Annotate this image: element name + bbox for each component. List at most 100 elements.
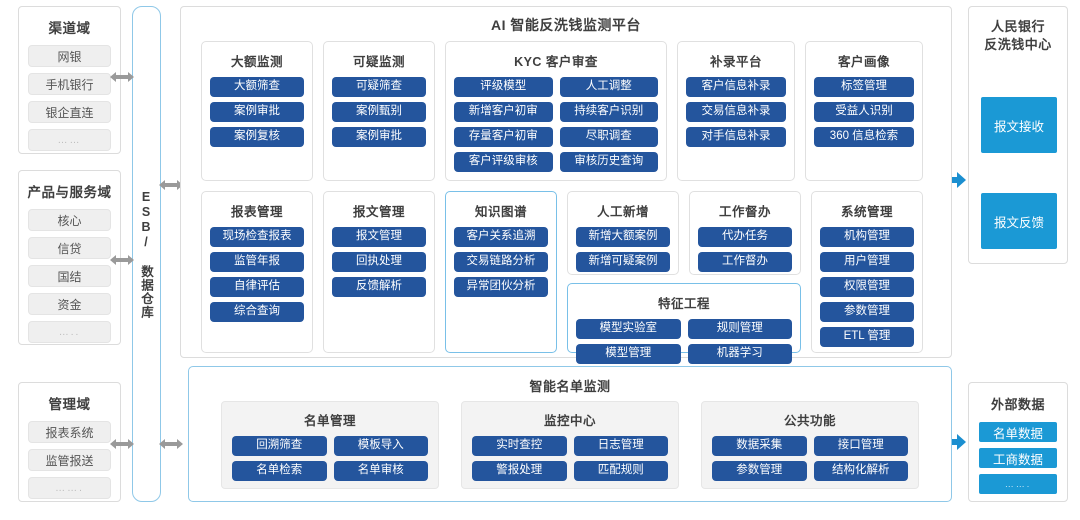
chip[interactable]: 网银 — [28, 45, 111, 67]
module-button[interactable]: 综合查询 — [210, 302, 304, 322]
module-button[interactable]: 新增大额案例 — [576, 227, 670, 247]
module-button[interactable]: 监管年报 — [210, 252, 304, 272]
cyan-block-message-feedback[interactable]: 报文反馈 — [981, 193, 1057, 249]
group-title: 工作督办 — [718, 205, 771, 219]
chip-ellipsis: …… — [28, 129, 111, 151]
cyan-block-message-receive[interactable]: 报文接收 — [981, 97, 1057, 153]
module-button[interactable]: 代办任务 — [698, 227, 792, 247]
module-button[interactable]: 客户信息补录 — [686, 77, 786, 97]
chip[interactable]: 核心 — [28, 209, 111, 231]
module-button[interactable]: 新增可疑案例 — [576, 252, 670, 272]
pboc-title-line1: 人民银行 — [990, 19, 1045, 34]
module-button[interactable]: 模板导入 — [333, 436, 428, 456]
module-button[interactable]: 标签管理 — [814, 77, 914, 97]
cyan-item[interactable]: 名单数据 — [979, 422, 1057, 442]
module-button[interactable]: 交易信息补录 — [686, 102, 786, 122]
group-card-customer-profile: 客户画像 标签管理 受益人识别 360 信息检索 — [805, 41, 923, 181]
module-button[interactable]: 持续客户识别 — [559, 102, 658, 122]
module-button[interactable]: 现场检查报表 — [210, 227, 304, 247]
external-data-title: 外部数据 — [990, 397, 1045, 412]
module-button[interactable]: 360 信息检索 — [814, 127, 914, 147]
module-button[interactable]: 名单审核 — [333, 461, 428, 481]
module-button[interactable]: 可疑筛查 — [332, 77, 426, 97]
intelligent-list-monitoring-panel: 智能名单监测 名单管理 回溯筛查 模板导入 名单检索 名单审核 监控中心 实时查… — [188, 366, 952, 502]
module-button[interactable]: 参数管理 — [820, 302, 914, 322]
module-button[interactable]: 存量客户初审 — [454, 127, 553, 147]
module-button[interactable]: 回溯筛查 — [232, 436, 327, 456]
module-button[interactable]: 新增客户初审 — [454, 102, 553, 122]
chip[interactable]: 国结 — [28, 265, 111, 287]
subgroup-list-management: 名单管理 回溯筛查 模板导入 名单检索 名单审核 — [221, 401, 439, 489]
module-button[interactable]: 评级模型 — [454, 77, 553, 97]
chip[interactable]: 银企直连 — [28, 101, 111, 123]
subgroup-title: 名单管理 — [303, 414, 356, 428]
group-card-work-supervision: 工作督办 代办任务 工作督办 — [689, 191, 801, 275]
group-card-supplement-platform: 补录平台 客户信息补录 交易信息补录 对手信息补录 — [677, 41, 795, 181]
module-button[interactable]: 工作督办 — [698, 252, 792, 272]
group-card-report-management: 报表管理 现场检查报表 监管年报 自律评估 综合查询 — [201, 191, 313, 353]
domain-card-product: 产品与服务域 核心 信贷 国结 资金 ….. — [18, 170, 121, 345]
chip[interactable]: 信贷 — [28, 237, 111, 259]
module-button[interactable]: 受益人识别 — [814, 102, 914, 122]
module-button[interactable]: 名单检索 — [232, 461, 327, 481]
module-button[interactable]: 回执处理 — [332, 252, 426, 272]
domain-card-management: 管理域 报表系统 监管报送 ……. — [18, 382, 121, 502]
module-button[interactable]: 案例复核 — [210, 127, 304, 147]
module-button[interactable]: ETL 管理 — [820, 327, 914, 347]
module-button[interactable]: 反馈解析 — [332, 277, 426, 297]
group-title: 特征工程 — [657, 297, 710, 311]
module-button[interactable]: 对手信息补录 — [686, 127, 786, 147]
module-button[interactable]: 结构化解析 — [813, 461, 908, 481]
module-button[interactable]: 用户管理 — [820, 252, 914, 272]
module-button[interactable]: 日志管理 — [573, 436, 668, 456]
group-title: 客户画像 — [837, 55, 890, 69]
module-button[interactable]: 参数管理 — [712, 461, 807, 481]
esb-data-warehouse-column: ESB/ 数据仓库 — [132, 6, 161, 502]
subgroup-monitoring-center: 监控中心 实时查控 日志管理 警报处理 匹配规则 — [461, 401, 679, 489]
module-button[interactable]: 模型实验室 — [576, 319, 681, 339]
module-button[interactable]: 案例审批 — [332, 127, 426, 147]
module-button[interactable]: 案例甄别 — [332, 102, 426, 122]
module-button[interactable]: 模型管理 — [576, 344, 681, 364]
platform-panel: AI 智能反洗钱监测平台 大额监测 大额筛查 案例审批 案例复核 可疑监测 可疑… — [180, 6, 952, 364]
module-button[interactable]: 人工调整 — [559, 77, 658, 97]
pboc-title-line2: 反洗钱中心 — [984, 36, 1052, 52]
module-button[interactable]: 审核历史查询 — [559, 152, 658, 172]
group-card-manual-add: 人工新增 新增大额案例 新增可疑案例 — [567, 191, 679, 275]
chip[interactable]: 手机银行 — [28, 73, 111, 95]
module-button[interactable]: 交易链路分析 — [454, 252, 548, 272]
module-button[interactable]: 机器学习 — [687, 344, 792, 364]
module-button[interactable]: 自律评估 — [210, 277, 304, 297]
cyan-item-ellipsis: ……. — [979, 474, 1057, 494]
module-button[interactable]: 匹配规则 — [573, 461, 668, 481]
cyan-item[interactable]: 工商数据 — [979, 448, 1057, 468]
module-button[interactable]: 权限管理 — [820, 277, 914, 297]
group-title: KYC 客户审查 — [514, 55, 598, 69]
module-button[interactable]: 案例审批 — [210, 102, 304, 122]
arrow-channel-esb — [110, 70, 134, 84]
chip[interactable]: 报表系统 — [28, 421, 111, 443]
chip[interactable]: 资金 — [28, 293, 111, 315]
group-card-large-amount: 大额监测 大额筛查 案例审批 案例复核 — [201, 41, 313, 181]
module-button[interactable]: 警报处理 — [472, 461, 567, 481]
module-button[interactable]: 规则管理 — [687, 319, 792, 339]
module-button[interactable]: 机构管理 — [820, 227, 914, 247]
page-title: AI 智能反洗钱监测平台 — [491, 17, 641, 33]
arrow-esb-list-monitoring — [159, 437, 183, 451]
module-button[interactable]: 异常团伙分析 — [454, 277, 548, 297]
module-button[interactable]: 接口管理 — [813, 436, 908, 456]
external-data-card: 外部数据 名单数据 工商数据 ……. — [968, 382, 1068, 502]
module-button[interactable]: 尽职调查 — [559, 127, 658, 147]
arrow-esb-platform — [159, 178, 183, 192]
pboc-amlc-card: 人民银行 反洗钱中心 报文接收 报文反馈 — [968, 6, 1068, 264]
group-card-message-management: 报文管理 报文管理 回执处理 反馈解析 — [323, 191, 435, 353]
chip[interactable]: 监管报送 — [28, 449, 111, 471]
module-button[interactable]: 数据采集 — [712, 436, 807, 456]
module-button[interactable]: 客户评级审核 — [454, 152, 553, 172]
module-button[interactable]: 实时查控 — [472, 436, 567, 456]
subgroup-title: 监控中心 — [543, 414, 596, 428]
module-button[interactable]: 客户关系追溯 — [454, 227, 548, 247]
module-button[interactable]: 报文管理 — [332, 227, 426, 247]
module-button[interactable]: 大额筛查 — [210, 77, 304, 97]
